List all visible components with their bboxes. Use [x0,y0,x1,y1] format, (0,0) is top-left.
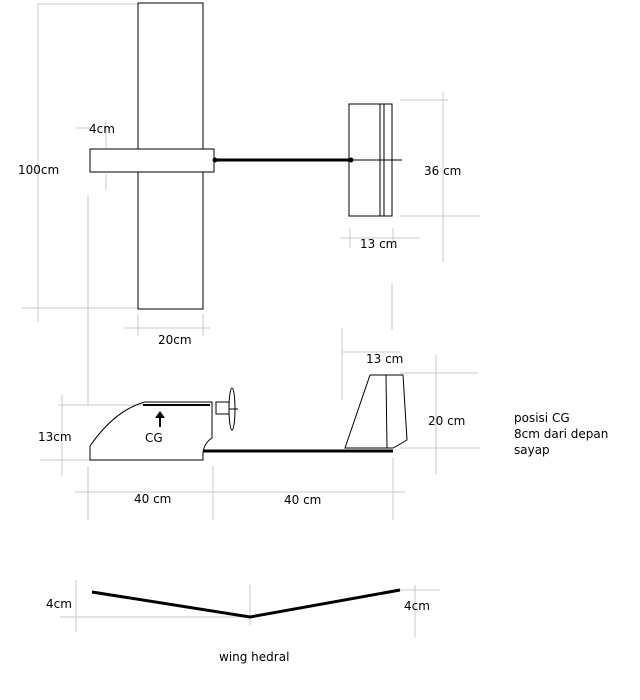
cg-position-note: posisi CG 8cm dari depan sayap [514,410,608,458]
fuselage-height-label: 13cm [38,430,72,444]
motor-mount [215,401,230,415]
left-tip-label: 4cm [46,597,72,611]
wingspan-label: 100cm [18,163,60,177]
top-view [89,2,402,310]
side-view [89,374,408,461]
cg-arrow-head [155,411,165,418]
dimension-lines [22,3,480,637]
stab-chord-label: 13 cm [360,237,398,251]
vertical-fin [344,374,408,449]
fuselage-width-label: 4cm [89,122,115,136]
cg-note-line-2: 8cm dari depan [514,427,609,441]
fuselage-top [89,148,215,173]
right-tip-label: 4cm [404,599,430,613]
wing-chord-label: 20cm [158,333,192,347]
cg-note-line-1: posisi CG [514,411,570,425]
front-length-label: 40 cm [134,492,172,506]
cg-label: CG [145,431,163,445]
fin-height-label: 20 cm [428,414,466,428]
fin-top-label: 13 cm [366,352,404,366]
dihedral-caption: wing hedral [219,650,290,664]
stab-span-label: 36 cm [424,164,462,178]
cg-note-line-3: sayap [514,443,550,457]
boom-length-label: 40 cm [284,493,322,507]
dihedral-wing [91,588,401,619]
front-view [91,588,401,619]
